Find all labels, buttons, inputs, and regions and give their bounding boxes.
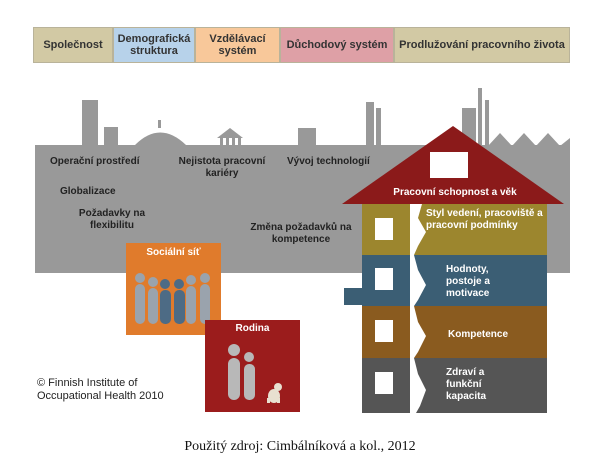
label-floor-styl: Styl vedení, pracoviště a pracovní podmí… (426, 208, 543, 231)
label-floor-zdravi: Zdraví a funkční kapacita (446, 367, 487, 402)
label-floor-hodnoty: Hodnoty, postoje a motivace (446, 264, 490, 299)
header-duchodovy: Důchodový systém (280, 27, 394, 63)
social-network-box (126, 243, 221, 335)
label-rodina: Rodina (235, 323, 270, 334)
label-nejistota: Nejistota pracovní kariéry (178, 156, 266, 179)
work-ability-house (342, 126, 564, 413)
header-prodlouzeni: Prodlužování pracovního života (394, 27, 570, 63)
label-vyvoj: Vývoj technologií (287, 156, 370, 167)
label-globalizace: Globalizace (60, 186, 116, 197)
header-spolecnost: Společnost (33, 27, 113, 63)
label-socialni-sit: Sociální síť (146, 247, 201, 258)
label-flexibilita: Požadavky na flexibilitu (78, 208, 146, 231)
header-vzdelavaci: Vzdělávací systém (195, 27, 280, 63)
balcony (344, 288, 364, 305)
copyright-note: © Finnish Institute of Occupational Heal… (37, 377, 164, 402)
roof-window (430, 152, 468, 178)
label-roof: Pracovní schopnost a věk (393, 187, 517, 198)
family-box (205, 320, 300, 412)
source-caption: Použitý zdroj: Cimbálníková a kol., 2012 (184, 439, 416, 454)
label-floor-kompetence: Kompetence (448, 329, 509, 340)
label-zmena: Změna požadavků na kompetence (250, 222, 352, 245)
label-operacni: Operační prostředí (50, 156, 140, 167)
header-demograficka: Demografická struktura (113, 27, 195, 63)
staircase (410, 204, 426, 413)
